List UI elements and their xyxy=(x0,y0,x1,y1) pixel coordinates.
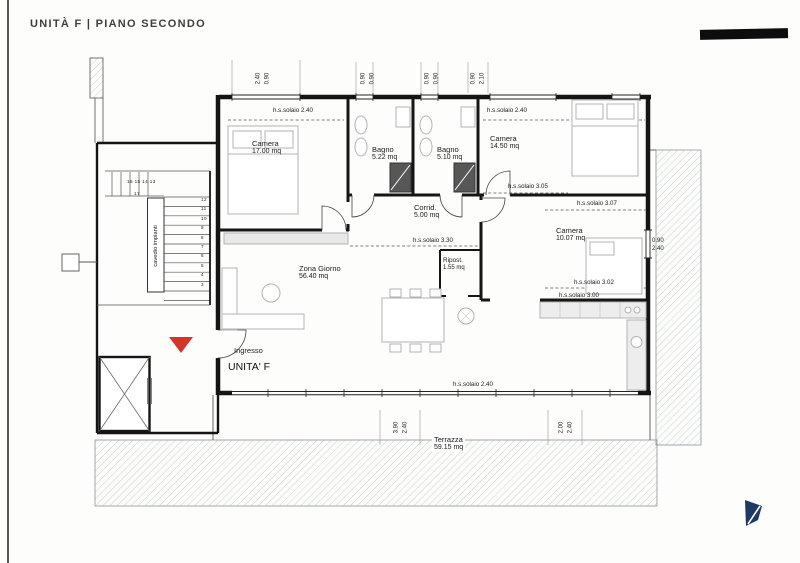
dimension-label: 2.40 xyxy=(567,421,573,434)
hatched-roof-areas xyxy=(89,57,702,507)
stair-upper-run-numbers: 16 15 14 13 xyxy=(127,179,156,184)
ceiling-height-label: h.s.solaio 3.30 xyxy=(413,237,453,244)
room-name-label: Bagno xyxy=(437,145,459,154)
dimension-label: 2.10 xyxy=(479,72,485,85)
ceiling-height-label: h.s.solaio 3.00 xyxy=(559,292,599,299)
room-area-label: 17.00 mq xyxy=(252,148,282,155)
dimension-label: 0.90 xyxy=(433,72,439,85)
room-name-label: Corrid. xyxy=(414,203,437,212)
room-label-bagno-1: Bagno 5.22 mq xyxy=(372,145,397,162)
cavedio-label: cavedio impianti xyxy=(153,225,159,267)
room-label-ripostiglio: Ripost. 1.55 mq xyxy=(443,257,465,272)
stair-step-17: 17 xyxy=(134,191,140,196)
scan-edge-line xyxy=(7,0,9,563)
wall-stub xyxy=(61,253,80,272)
dimension-label: 0.90 xyxy=(424,72,430,85)
room-name-label: Ingresso xyxy=(234,346,263,355)
dimension-label: 2.40 xyxy=(255,72,261,85)
furniture xyxy=(221,99,647,391)
dimension-label: 2.40 xyxy=(402,421,408,434)
ceiling-dashed-lines xyxy=(228,119,646,289)
dimension-label: 2.00 xyxy=(558,421,564,434)
ceiling-height-label: h.s.solaio 3.05 xyxy=(508,183,548,190)
dimension-label: 0.90 xyxy=(369,72,375,85)
dimension-lines xyxy=(231,60,583,445)
logo-mark xyxy=(745,500,762,526)
room-area-label: 5.10 mq xyxy=(437,154,463,161)
dimension-label: 0.90 xyxy=(360,72,366,85)
room-name-label: Camera xyxy=(556,226,583,235)
stair-step-number: 7 xyxy=(201,244,204,249)
stair-step-number: 3 xyxy=(201,282,204,287)
room-name-label: Ripost. xyxy=(443,257,463,264)
cavedio-shaft xyxy=(147,197,165,293)
room-name-label: Camera xyxy=(490,134,517,143)
room-name-label: Bagno xyxy=(372,145,394,154)
room-label-zona-giorno: Zona Giorno 56.40 mq xyxy=(299,264,341,281)
redaction-bar xyxy=(699,28,789,40)
dimension-label: 0.90 xyxy=(264,72,270,85)
sheet-title: UNITÀ F | PIANO SECONDO xyxy=(30,18,206,30)
stair-step-number: 9 xyxy=(201,225,204,230)
ceiling-height-label: h.s.solaio 2.40 xyxy=(453,381,493,388)
room-area-label: 10.07 mq xyxy=(556,235,586,242)
room-label-bagno-2: Bagno 5.10 mq xyxy=(437,145,462,162)
ceiling-height-label: h.s.solaio 3.07 xyxy=(577,200,617,207)
room-label-camera-1: Camera 17.00 mq xyxy=(252,139,281,156)
stair-step-number: 12 xyxy=(201,197,207,202)
dimension-value: 0.90 xyxy=(652,238,664,244)
room-area-label: 5.00 mq xyxy=(414,212,440,219)
terrace-lines xyxy=(212,395,651,440)
room-area-label: 14.50 mq xyxy=(490,143,520,150)
room-label-camera-3: Camera 10.07 mq xyxy=(556,226,585,243)
room-label-terrazza: Terrazza 59.15 mq xyxy=(432,435,466,453)
ceiling-height-label: h.s.solaio 2.40 xyxy=(273,107,313,114)
entry-marker-icon xyxy=(169,337,193,353)
room-name-label: Zona Giorno xyxy=(299,264,341,273)
unit-label: UNITA' F xyxy=(228,361,271,373)
ceiling-height-label: h.s.solaio 3.02 xyxy=(574,279,614,286)
room-area-label: 1.55 mq xyxy=(443,264,465,271)
windows xyxy=(231,93,652,397)
room-area-label: 59.15 mq xyxy=(434,444,464,451)
interior-walls xyxy=(218,95,648,302)
room-label-corridoio: Corrid. 5.00 mq xyxy=(414,203,439,220)
dimension-label: 0.90 xyxy=(470,72,476,85)
exterior-walls xyxy=(215,94,651,396)
stair-step-number: 8 xyxy=(201,235,204,240)
room-name-label: Camera xyxy=(252,139,279,148)
stair-step-number: 6 xyxy=(201,253,204,258)
room-area-label: 56.40 mq xyxy=(299,273,329,280)
stair-step-number: 5 xyxy=(201,263,204,268)
ceiling-height-label: h.s.solaio 2.40 xyxy=(487,107,527,114)
elevator-shaft xyxy=(98,355,152,433)
dimension-value: 2.40 xyxy=(652,245,664,252)
room-label-camera-2: Camera 14.50 mq xyxy=(490,134,519,151)
stair-step-number: 10 xyxy=(201,216,207,221)
stair-step-number: 4 xyxy=(201,272,204,277)
staircase-block xyxy=(61,141,220,435)
stair-step-number: 11 xyxy=(201,206,207,211)
door-swings xyxy=(217,170,511,359)
room-name-label: Terrazza xyxy=(434,435,463,444)
room-area-label: 5.22 mq xyxy=(372,154,398,161)
dimension-label: 3.90 xyxy=(393,421,399,434)
room-label-ingresso: Ingresso xyxy=(234,346,263,355)
dimension-label: 0.90 2.40 xyxy=(652,238,664,253)
